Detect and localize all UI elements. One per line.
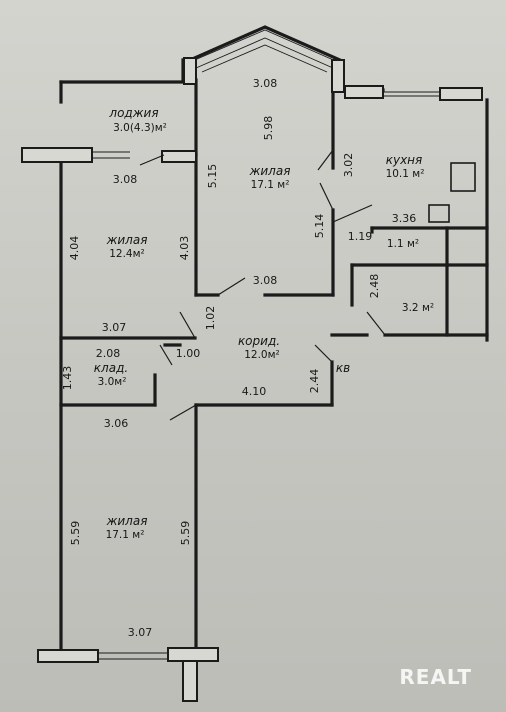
dim-corridor-length: 4.10 [242,385,267,398]
door-swings [139,149,386,421]
dim-wc-width: 1.19 [348,230,373,243]
room-area-living-left: 12.4м² [109,248,145,260]
room-name-corridor: корид. [238,334,280,348]
room-name-living-bottom: жилая [106,514,148,528]
dim-bath-height: 2.48 [368,274,381,299]
dim-corridor-opening: 1.02 [204,306,217,331]
dim-living-bottom-right: 5.59 [179,521,192,546]
dim-living-top-right: 5.14 [313,214,326,239]
room-name-kitchen: кухня [386,153,423,167]
dim-living-left-inner: 4.03 [178,236,191,261]
dim-top-width: 3.08 [253,77,278,90]
bay-window [181,25,345,93]
watermark: REALT [399,665,472,689]
dim-kitchen-width: 3.36 [392,212,417,225]
room-area-loggia: 3.0(4.3)м² [113,122,167,134]
room-area-kitchen: 10.1 м² [386,168,425,180]
dim-living-top-left: 5.15 [206,164,219,189]
room-name-living-left: жилая [106,233,148,247]
dim-living-top-bottom: 3.08 [253,274,278,287]
dim-storage-width: 2.08 [96,347,121,360]
windows [21,85,483,702]
dim-kitchen-depth: 3.02 [342,153,355,178]
dim-entrance-height: 2.44 [308,369,321,394]
room-area-living-bottom: 17.1 м² [106,529,145,541]
room-name-living-top: жилая [249,164,291,178]
dim-living-bottom-width: 3.07 [128,626,153,639]
dim-door-width: 1.00 [176,347,201,360]
room-area-living-top: 17.1 м² [251,179,290,191]
entrance-label: кв [336,361,350,375]
room-name-storage: клад. [94,361,128,375]
room-area-wc: 1.1 м² [387,238,419,250]
dim-living-bottom-left: 5.59 [69,521,82,546]
dim-loggia-width: 3.08 [113,173,138,186]
room-area-corridor: 12.0м² [244,349,280,361]
dim-living-left-outer: 4.04 [68,236,81,261]
dim-living-left-bottom: 3.07 [102,321,127,334]
walls [59,78,489,652]
room-area-storage: 3.0м² [98,376,127,388]
dim-storage-height: 1.43 [61,366,74,391]
dim-living-top-depth: 5.98 [262,116,275,141]
room-name-loggia: лоджия [108,106,158,120]
room-area-bath: 3.2 м² [402,302,434,314]
dim-living-bottom-top: 3.06 [104,417,129,430]
